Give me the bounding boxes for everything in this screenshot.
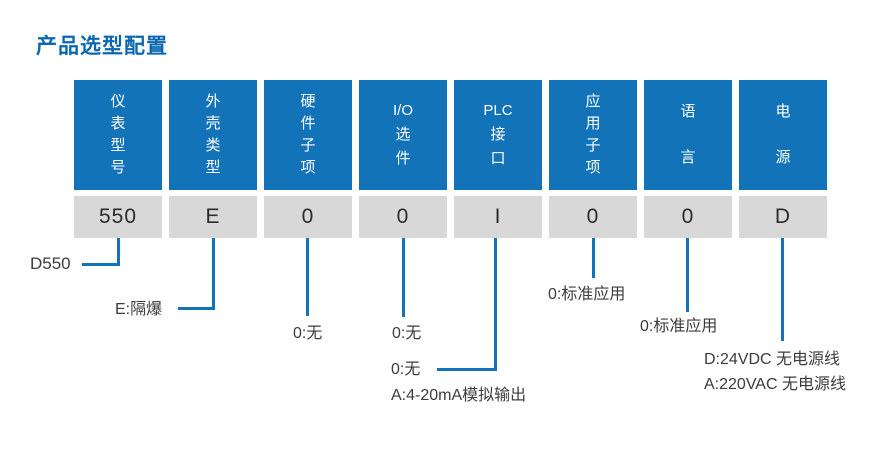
column-header-instrument-model: 仪 表 型 号 xyxy=(74,80,162,190)
header-line: 仪 xyxy=(110,93,126,110)
connector-line-io-option xyxy=(402,238,405,317)
connector-line-plc-interface-elbow xyxy=(437,368,495,371)
header-line: 言 xyxy=(680,149,696,166)
callout-plc-options: 0:无 A:4-20mA模拟输出 xyxy=(391,357,526,409)
code-cell-instrument-model: 550 xyxy=(74,196,162,238)
code-cell-power-supply: D xyxy=(739,196,827,238)
header-line: 件 xyxy=(395,150,411,167)
column-header-hardware-subitem: 硬 件 子 项 xyxy=(264,80,352,190)
connector-line-hardware-subitem xyxy=(306,238,309,316)
connector-line-application-subitem xyxy=(592,238,595,278)
code-cell-hardware-subitem: 0 xyxy=(264,196,352,238)
header-line: 应 xyxy=(585,93,601,110)
header-line: 语 xyxy=(680,103,696,120)
code-cell-plc-interface: I xyxy=(454,196,542,238)
connector-line-instrument-model-elbow xyxy=(82,263,118,266)
column-header-language: 语 言 xyxy=(644,80,732,190)
header-line: 类 xyxy=(205,137,221,154)
connector-line-instrument-model xyxy=(117,238,120,266)
header-line: 件 xyxy=(300,115,316,132)
callout-enclosure-label: E:隔爆 xyxy=(115,301,163,318)
column-power-supply: 电 源 D xyxy=(739,80,827,238)
column-instrument-model: 仪 表 型 号 550 xyxy=(74,80,162,238)
callout-io-label: 0:无 xyxy=(392,325,422,342)
column-header-io-option: I/O 选 件 xyxy=(359,80,447,190)
code-cell-io-option: 0 xyxy=(359,196,447,238)
callout-application-label: 0:标准应用 xyxy=(548,286,626,303)
column-io-option: I/O 选 件 0 xyxy=(359,80,447,238)
column-header-application-subitem: 应 用 子 项 xyxy=(549,80,637,190)
header-line: 项 xyxy=(300,159,316,176)
callout-language-label: 0:标准应用 xyxy=(640,318,718,335)
header-line: 子 xyxy=(585,137,601,154)
column-header-enclosure-type: 外 壳 类 型 xyxy=(169,80,257,190)
header-line: 项 xyxy=(585,159,601,176)
header-line: 型 xyxy=(205,159,221,176)
header-line: 用 xyxy=(585,115,601,132)
code-cell-application-subitem: 0 xyxy=(549,196,637,238)
column-header-power-supply: 电 源 xyxy=(739,80,827,190)
callout-model-label: D550 xyxy=(30,254,71,273)
connector-line-enclosure-type xyxy=(212,238,215,310)
connector-line-enclosure-type-elbow xyxy=(178,307,213,310)
callout-plc-option-2: A:4-20mA模拟输出 xyxy=(391,387,527,404)
header-line: 表 xyxy=(110,115,126,132)
column-plc-interface: PLC 接 口 I xyxy=(454,80,542,238)
connector-line-language xyxy=(686,238,689,312)
header-line: 外 xyxy=(205,93,221,110)
header-line: 接 xyxy=(490,126,506,143)
code-cell-language: 0 xyxy=(644,196,732,238)
callout-power-option-2: A:220VAC 无电源线 xyxy=(704,376,846,393)
column-application-subitem: 应 用 子 项 0 xyxy=(549,80,637,238)
callout-plc-option-1: 0:无 xyxy=(391,361,421,378)
callout-hardware-label: 0:无 xyxy=(293,325,323,342)
header-line: 型 xyxy=(110,137,126,154)
page-title: 产品选型配置 xyxy=(36,35,168,58)
header-line: 电 xyxy=(775,103,791,120)
callout-power-options: D:24VDC 无电源线 A:220VAC 无电源线 xyxy=(704,347,846,397)
header-line: 硬 xyxy=(300,93,316,110)
connector-line-plc-interface xyxy=(494,238,497,371)
column-language: 语 言 0 xyxy=(644,80,732,238)
column-header-plc-interface: PLC 接 口 xyxy=(454,80,542,190)
column-hardware-subitem: 硬 件 子 项 0 xyxy=(264,80,352,238)
header-line: 源 xyxy=(775,149,791,166)
header-line: PLC xyxy=(483,102,513,119)
connector-line-power-supply xyxy=(781,238,784,341)
callout-power-option-1: D:24VDC 无电源线 xyxy=(704,351,841,368)
header-line: 子 xyxy=(300,137,316,154)
code-cell-enclosure-type: E xyxy=(169,196,257,238)
header-line: 选 xyxy=(395,126,411,143)
header-line: 壳 xyxy=(205,115,221,132)
column-enclosure-type: 外 壳 类 型 E xyxy=(169,80,257,238)
header-line: I/O xyxy=(392,102,413,119)
header-line: 口 xyxy=(490,150,506,167)
header-line: 号 xyxy=(110,159,126,176)
